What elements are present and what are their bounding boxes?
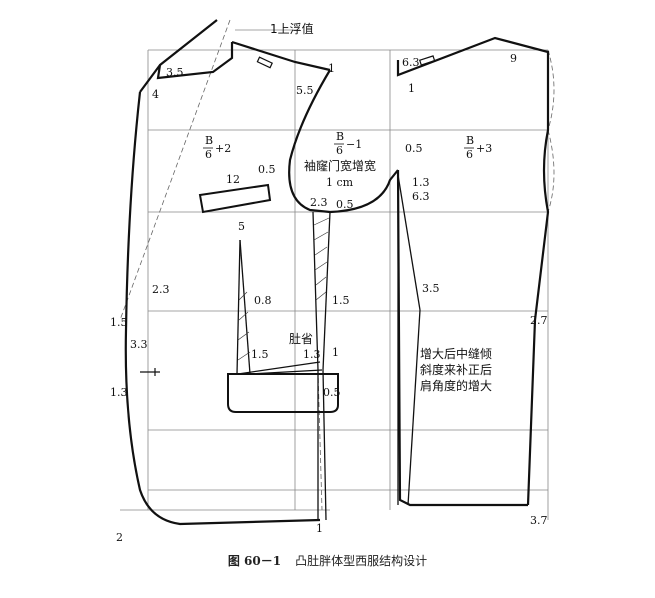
- label-1-b: 1: [408, 82, 415, 95]
- label-b-right-num: B: [466, 134, 474, 147]
- label-3-7: 3.7: [530, 514, 548, 527]
- label-b-minus-den: 6: [336, 144, 343, 157]
- label-b-right-den: 6: [466, 148, 473, 161]
- label-float-value: 1上浮值: [270, 21, 314, 36]
- figure-title: 凸肚胖体型西服结构设计: [295, 554, 428, 568]
- label-5: 5: [238, 220, 245, 233]
- label-12: 12: [226, 173, 240, 186]
- label-2-7: 2.7: [530, 314, 548, 327]
- label-4: 4: [152, 88, 159, 101]
- label-b-minus-num: B: [336, 130, 344, 143]
- label-0-5-b: 0.5: [405, 142, 423, 155]
- label-1-3-c: 1.3: [303, 348, 321, 361]
- label-2-3-a: 2.3: [310, 196, 328, 209]
- label-0-5-d: 0.5: [336, 198, 354, 211]
- label-belly-dart: 肚省: [289, 331, 313, 346]
- button-marks: [140, 55, 436, 376]
- label-b-left-num: B: [205, 134, 213, 147]
- label-3-5-side: 3.5: [422, 282, 440, 295]
- label-1-3-b: 1.3: [110, 386, 128, 399]
- guide-lines-dashed: [119, 19, 555, 511]
- label-1-5-b: 1.5: [332, 294, 350, 307]
- label-2-3-b: 2.3: [152, 283, 170, 296]
- label-b-left-den: 6: [205, 148, 212, 161]
- label-back-note-2: 斜度来补正后: [420, 362, 492, 377]
- label-sleeve-note-2: 1 cm: [326, 176, 354, 189]
- armhole-curve: [288, 69, 399, 214]
- back-panel-outline: [396, 36, 550, 507]
- label-3-3: 3.3: [130, 338, 148, 351]
- label-5-5: 5.5: [296, 84, 314, 97]
- label-b-left-rest: +2: [215, 142, 231, 155]
- label-1-d: 1: [316, 522, 323, 535]
- label-3-5-collar: 3.5: [166, 66, 184, 79]
- figure-caption: 图 60－1 凸肚胖体型西服结构设计: [0, 552, 655, 569]
- figure-number: 图 60－1: [227, 554, 282, 568]
- label-9: 9: [510, 52, 517, 65]
- label-1-c: 1: [332, 346, 339, 359]
- seam-lines: [236, 174, 421, 521]
- label-1-5-c: 1.5: [251, 348, 269, 361]
- label-back-note-3: 肩角度的增大: [420, 378, 492, 393]
- label-6-3-top: 6.3: [402, 56, 420, 69]
- label-0-5-e: 0.5: [323, 386, 341, 399]
- chest-pocket: [198, 183, 272, 214]
- belly-pocket: [227, 373, 339, 413]
- label-0-8: 0.8: [254, 294, 272, 307]
- label-b-right-rest: +3: [476, 142, 492, 155]
- label-b-minus-rest: −1: [346, 138, 362, 151]
- label-back-note-1: 增大后中缝倾: [420, 346, 492, 361]
- label-2: 2: [116, 531, 123, 544]
- label-6-3-side: 6.3: [412, 190, 430, 203]
- label-1-5-a: 1.5: [110, 316, 128, 329]
- label-0-5-a: 0.5: [258, 163, 276, 176]
- pattern-diagram: 1上浮值 3.5 4 5.5 1 6.3 1 9 B 6 −1 B 6 +2 B…: [110, 19, 555, 544]
- label-1-a: 1: [328, 62, 335, 75]
- label-sleeve-note-1: 袖窿门宽增宽: [304, 158, 376, 173]
- construction-grid: [120, 29, 549, 520]
- front-panel-outline: [124, 19, 331, 526]
- hatched-darts: [237, 217, 330, 361]
- label-1-3-a: 1.3: [412, 176, 430, 189]
